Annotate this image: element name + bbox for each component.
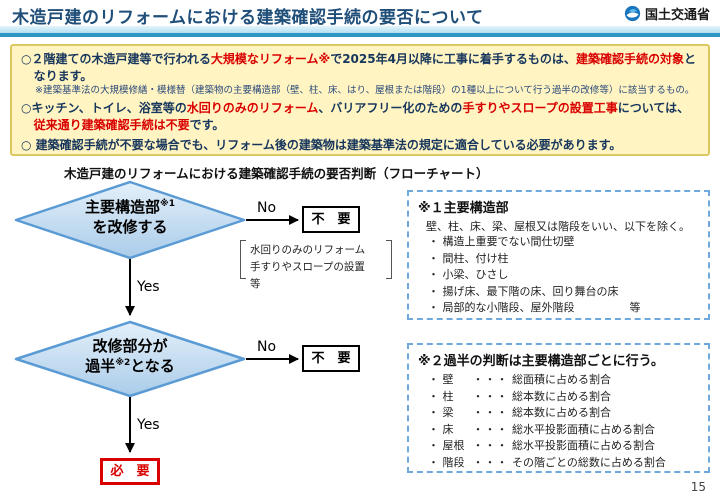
summary-box: ○２階建ての木造戸建等で行われる大規模なリフォーム※で2025年4月以降に工事に… [10, 44, 710, 156]
flowchart-title: 木造戸建のリフォームにおける建築確認手続の要否判断（フローチャート） [64, 166, 489, 181]
required-box: 必 要 [100, 458, 160, 485]
note-panel-principal-parts: ※１主要構造部 壁、柱、床、梁、屋根又は階段をいい、以下を除く。 構造上重要でな… [407, 190, 710, 320]
flowchart-section: 木造戸建のリフォームにおける建築確認手続の要否判断（フローチャート） 主要構造部… [0, 160, 720, 498]
note-panel-majority-judgement: ※２過半の判断は主要構造部ごとに行う。 壁・・・ 総面積に占める割合 柱・・・ … [407, 343, 710, 473]
note-panel-2-list: 壁・・・ 総面積に占める割合 柱・・・ 総本数に占める割合 梁・・・ 総本数に占… [428, 372, 699, 471]
ref-1-marker: ※1 [160, 199, 176, 209]
summary-bullet-3: ○ 建築確認手続が不要な場合でも、リフォーム後の建築物は建築基準法の規定に適合し… [21, 137, 622, 152]
list-item: 柱・・・ 総本数に占める割合 [428, 389, 699, 406]
list-item: 構造上重要でない間仕切壁 [428, 234, 699, 251]
highlight-water-area-reform: 水回りのみのリフォーム [186, 101, 319, 116]
note-panel-1-intro: 壁、柱、床、梁、屋根又は階段をいい、以下を除く。 [426, 220, 690, 233]
header: 木造戸建のリフォームにおける建築確認手続の要否について 国土交通省 [0, 0, 720, 38]
note-panel-1-title: ※１主要構造部 [418, 201, 509, 216]
not-required-box-1: 不 要 [302, 206, 360, 233]
summary-footnote: ※建築基準法の大規模修繕・模様替（建築物の主要構造部（壁、柱、床、はり、屋根また… [35, 85, 695, 97]
list-item: 間柱、付け柱 [428, 251, 699, 268]
not-required-box-2: 不 要 [302, 345, 360, 372]
highlight-not-required: 従来通り建築確認手続は不要 [33, 117, 190, 132]
note-panel-1-list: 構造上重要でない間仕切壁 間柱、付け柱 小梁、ひさし 揚げ床、最下階の床、回り舞… [428, 234, 699, 317]
ministry-logo: 国土交通省 [624, 4, 710, 23]
decision-2-label: 改修部分が 過半※2となる [85, 337, 175, 376]
page-number: 15 [690, 480, 706, 494]
no-label-2: No [257, 339, 277, 355]
yes-label-2: Yes [137, 417, 160, 433]
list-item: 階段・・・ その階ごとの総数に占める割合 [428, 455, 699, 472]
list-item: 小梁、ひさし [428, 267, 699, 284]
yes-label-1: Yes [137, 279, 160, 295]
mlit-logo-icon [624, 5, 641, 22]
no-label-1: No [257, 200, 277, 216]
no-branch-examples: 水回りのみのリフォーム 手すりやスロープの設置 等 [240, 240, 392, 290]
summary-bullet-1: ○２階建ての木造戸建等で行われる大規模なリフォーム※で2025年4月以降に工事に… [21, 52, 696, 83]
list-item: 屋根・・・ 総水平投影面積に占める割合 [428, 438, 699, 455]
list-item: 梁・・・ 総本数に占める割合 [428, 405, 699, 422]
decision-1-label: 主要構造部※1 を改修する [84, 198, 176, 237]
highlight-confirmation-target: 建築確認手続の対象 [575, 52, 684, 66]
page-title: 木造戸建のリフォームにおける建築確認手続の要否について [12, 8, 484, 28]
ministry-name: 国土交通省 [644, 8, 710, 23]
header-band [0, 26, 720, 33]
note-panel-2-title: ※２過半の判断は主要構造部ごとに行う。 [418, 354, 664, 369]
list-item: 床・・・ 総水平投影面積に占める割合 [428, 422, 699, 439]
highlight-handrail-slope: 手すりやスロープの設置工事 [462, 101, 618, 116]
list-item: 揚げ床、最下階の床、回り舞台の床 [428, 284, 699, 301]
ref-2-marker: ※2 [115, 358, 131, 369]
list-item: 壁・・・ 総面積に占める割合 [428, 372, 699, 389]
header-stripe [0, 33, 720, 37]
highlight-large-scale-reform: 大規模なリフォーム※ [210, 52, 331, 66]
summary-bullet-2: ○キッチン、トイレ、浴室等の水回りのみのリフォーム、バリアフリー化のための手すり… [21, 101, 690, 132]
list-item: 局部的な小階段、屋外階段 等 [428, 300, 699, 317]
